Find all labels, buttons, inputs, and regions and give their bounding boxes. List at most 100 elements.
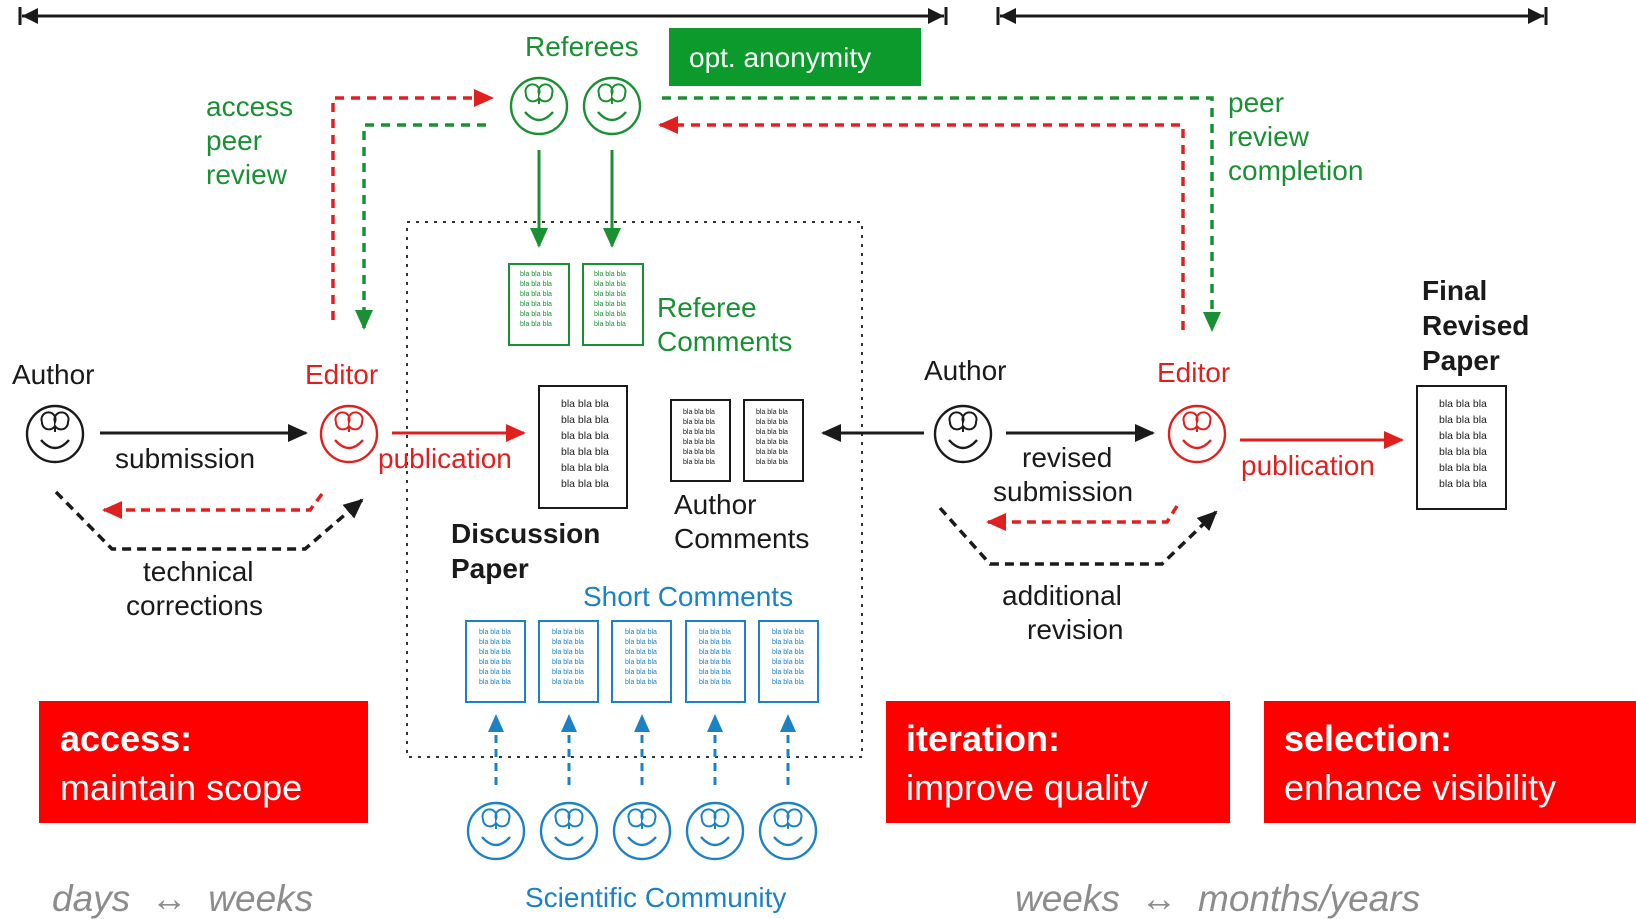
svg-text:bla bla bla: bla bla bla [699,649,731,656]
svg-text:bla bla bla: bla bla bla [625,629,657,636]
svg-text:bla bla bla: bla bla bla [756,449,788,456]
svg-text:bla bla bla: bla bla bla [594,291,626,298]
svg-text:bla bla bla: bla bla bla [625,659,657,666]
svg-text:bla bla bla: bla bla bla [520,281,552,288]
svg-text:bla bla bla: bla bla bla [1439,478,1487,490]
short-comments-label: Short Comments [583,581,793,612]
svg-text:bla bla bla: bla bla bla [772,639,804,646]
referee-face-1-icon [509,76,569,136]
svg-text:bla bla bla: bla bla bla [625,639,657,646]
svg-text:bla bla bla: bla bla bla [594,271,626,278]
editor-left-face-icon [319,404,379,464]
short-comment-doc-3: bla bla bla bla bla bla bla bla bla bla bla… [611,620,672,703]
summary-box-selection: selection: enhance visibility [1264,701,1636,823]
community-face-5-icon [758,801,818,861]
svg-text:bla bla bla: bla bla bla [520,311,552,318]
technical-corrections-label: technical corrections [126,556,263,621]
svg-text:bla bla bla: bla bla bla [756,419,788,426]
svg-text:bla bla bla: bla bla bla [479,629,511,636]
svg-text:bla bla bla: bla bla bla [1439,414,1487,426]
referee-comment-doc-2: bla bla bla bla bla bla bla bla bla bla … [582,263,644,346]
svg-text:bla bla bla: bla bla bla [479,669,511,676]
publication-right-label: publication [1241,450,1375,481]
svg-text:bla bla bla: bla bla bla [1439,430,1487,442]
editor-right-to-referees-arrow [658,116,1185,330]
svg-text:bla bla bla: bla bla bla [1439,462,1487,474]
summary-box-iteration-text: improve quality [906,767,1148,808]
svg-text:bla bla bla: bla bla bla [479,679,511,686]
summary-box-selection-title: selection: [1284,718,1452,759]
svg-text:bla bla bla: bla bla bla [772,629,804,636]
author-left-face-icon [25,404,85,464]
svg-text:bla bla bla: bla bla bla [756,429,788,436]
svg-text:bla bla bla: bla bla bla [772,659,804,666]
svg-text:bla bla bla: bla bla bla [683,449,715,456]
svg-text:bla bla bla: bla bla bla [1439,398,1487,410]
svg-text:bla bla bla: bla bla bla [594,311,626,318]
svg-text:bla bla bla: bla bla bla [520,301,552,308]
svg-text:bla bla bla: bla bla bla [699,679,731,686]
svg-text:bla bla bla: bla bla bla [479,639,511,646]
summary-box-access: access: maintain scope [39,701,368,823]
svg-text:bla bla bla: bla bla bla [552,679,584,686]
editor-to-referees-arrow [331,89,494,320]
svg-text:bla bla bla: bla bla bla [683,459,715,466]
timeline-bar-right [996,7,1548,25]
svg-text:bla bla bla: bla bla bla [552,629,584,636]
svg-text:bla bla bla: bla bla bla [561,414,609,426]
summary-box-iteration-title: iteration: [906,718,1060,759]
svg-text:bla bla bla: bla bla bla [520,271,552,278]
editor-left-label: Editor [305,359,378,390]
revised-submission-label: revised submission [993,442,1133,507]
svg-text:bla bla bla: bla bla bla [683,409,715,416]
svg-text:bla bla bla: bla bla bla [772,669,804,676]
svg-text:bla bla bla: bla bla bla [479,649,511,656]
svg-text:bla bla bla: bla bla bla [683,439,715,446]
final-revised-paper-doc: bla bla bla bla bla bla bla bla bla bla … [1416,385,1507,510]
short-comment-doc-2: bla bla bla bla bla bla bla bla bla bla bla… [538,620,599,703]
svg-text:bla bla bla: bla bla bla [1439,446,1487,458]
peer-review-completion-label: peer review completion [1228,87,1363,186]
svg-text:bla bla bla: bla bla bla [552,649,584,656]
summary-box-iteration: iteration: improve quality [886,701,1230,823]
timeline-left-caption: days ↔ weeks [52,878,313,919]
submission-label: submission [115,443,255,474]
svg-text:bla bla bla: bla bla bla [479,659,511,666]
referee-comments-label: Referee Comments [657,292,792,357]
svg-text:bla bla bla: bla bla bla [699,659,731,666]
discussion-paper-label: Discussion Paper [451,518,608,584]
author-comment-doc-1: bla bla bla bla bla bla bla bla bla bla … [670,399,731,482]
short-comment-doc-5: bla bla bla bla bla bla bla bla bla bla bla… [758,620,819,703]
author-left-label: Author [12,359,95,390]
svg-text:bla bla bla: bla bla bla [699,639,731,646]
final-revised-paper-label: Final Revised Paper [1422,275,1537,376]
community-comment-arrows [488,714,796,785]
short-comment-doc-4: bla bla bla bla bla bla bla bla bla bla bla… [685,620,746,703]
summary-box-access-text: maintain scope [60,767,302,808]
access-peer-review-label: access peer review [206,91,301,190]
editor-right-face-icon [1167,404,1227,464]
svg-text:bla bla bla: bla bla bla [625,649,657,656]
anonymity-badge [669,28,921,86]
referees-label: Referees [525,31,639,62]
svg-text:bla bla bla: bla bla bla [561,398,609,410]
short-comment-doc-1: bla bla bla bla bla bla bla bla bla bla bla… [465,620,526,703]
svg-text:bla bla bla: bla bla bla [561,430,609,442]
svg-text:bla bla bla: bla bla bla [683,429,715,436]
referee-comment-doc-1: bla bla bla bla bla bla bla bla bla bla … [508,263,570,346]
additional-revision-label: additional revision [1002,580,1130,645]
author-comment-doc-2: bla bla bla bla bla bla bla bla bla bla … [743,399,804,482]
summary-box-selection-text: enhance visibility [1284,767,1556,808]
anonymity-badge-text: opt. anonymity [689,42,871,73]
svg-text:bla bla bla: bla bla bla [756,439,788,446]
author-right-face-icon [933,404,993,464]
community-face-3-icon [612,801,672,861]
svg-text:bla bla bla: bla bla bla [594,321,626,328]
additional-revision-return-arrow [986,505,1179,531]
svg-text:bla bla bla: bla bla bla [594,281,626,288]
timeline-right-caption: weeks ↔ months/years [1015,878,1420,919]
editor-right-label: Editor [1157,357,1230,388]
svg-text:bla bla bla: bla bla bla [552,639,584,646]
author-right-label: Author [924,355,1007,386]
